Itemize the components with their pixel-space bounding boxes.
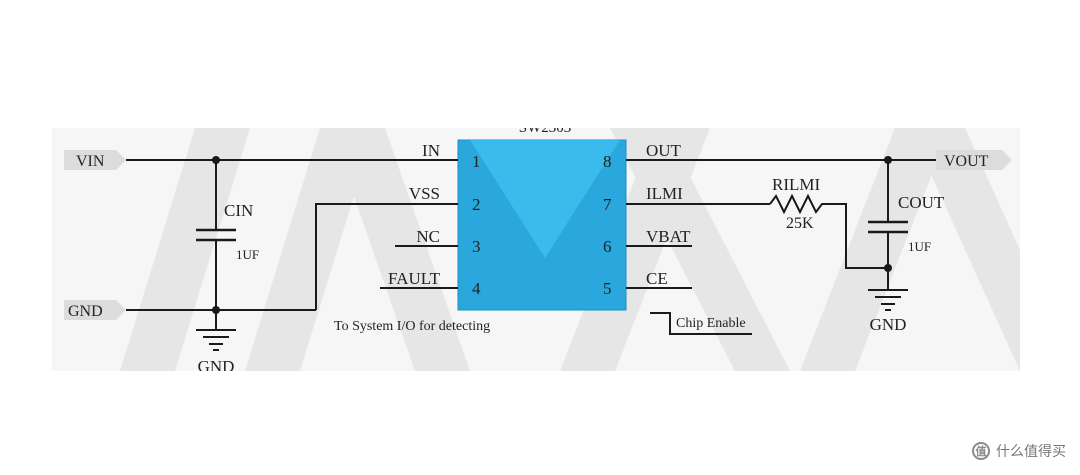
- pin-name-vbat: VBAT: [646, 227, 691, 246]
- chip-enable-note: Chip Enable: [676, 316, 746, 331]
- background-watermark-shapes: [120, 128, 1020, 371]
- fault-note: To System I/O for detecting: [334, 319, 490, 334]
- cout-label: COUT: [898, 193, 945, 212]
- pin-name-in: IN: [422, 141, 440, 160]
- port-vout: VOUT: [936, 150, 1012, 170]
- ic-chip: [457, 139, 627, 311]
- pin-name-nc: NC: [416, 227, 440, 246]
- pin-name-ce: CE: [646, 269, 668, 288]
- pin-name-ilmi: ILMI: [646, 184, 683, 203]
- pin-num-7: 7: [603, 195, 612, 214]
- rilmi-resistor-symbol: [769, 193, 826, 215]
- pin-num-3: 3: [472, 237, 481, 256]
- pin-name-vss: VSS: [409, 184, 440, 203]
- site-logo-icon: 值: [972, 442, 990, 460]
- pin-num-6: 6: [603, 237, 612, 256]
- ground-symbol-left: [196, 329, 236, 351]
- cin-value: 1UF: [236, 247, 259, 262]
- chip-highlight: [470, 140, 620, 258]
- pin-num-8: 8: [603, 152, 612, 171]
- port-gnd-left-label: GND: [68, 303, 103, 320]
- port-gnd-left: GND: [64, 300, 126, 320]
- junction-dots: [212, 156, 892, 314]
- pin-num-5: 5: [603, 279, 612, 298]
- pin-name-out: OUT: [646, 141, 682, 160]
- cout-value: 1UF: [908, 239, 931, 254]
- gnd-label-right: GND: [870, 315, 907, 334]
- wires: [126, 159, 940, 335]
- port-vin: VIN: [64, 150, 126, 170]
- pin-num-4: 4: [472, 279, 481, 298]
- ground-symbol-right: [868, 289, 908, 311]
- cout-capacitor-symbol: [868, 220, 908, 234]
- port-vout-label: VOUT: [944, 153, 989, 170]
- pin-num-2: 2: [472, 195, 481, 214]
- pin-name-fault: FAULT: [388, 269, 441, 288]
- site-watermark: 值 什么值得买: [972, 441, 1066, 461]
- rilmi-value: 25K: [786, 215, 814, 232]
- site-watermark-text: 什么值得买: [996, 444, 1066, 460]
- port-vin-label: VIN: [76, 153, 105, 170]
- cin-capacitor-symbol: [196, 228, 236, 242]
- cin-label: CIN: [224, 201, 253, 220]
- rilmi-label: RILMI: [772, 175, 821, 194]
- pin-num-1: 1: [472, 152, 481, 171]
